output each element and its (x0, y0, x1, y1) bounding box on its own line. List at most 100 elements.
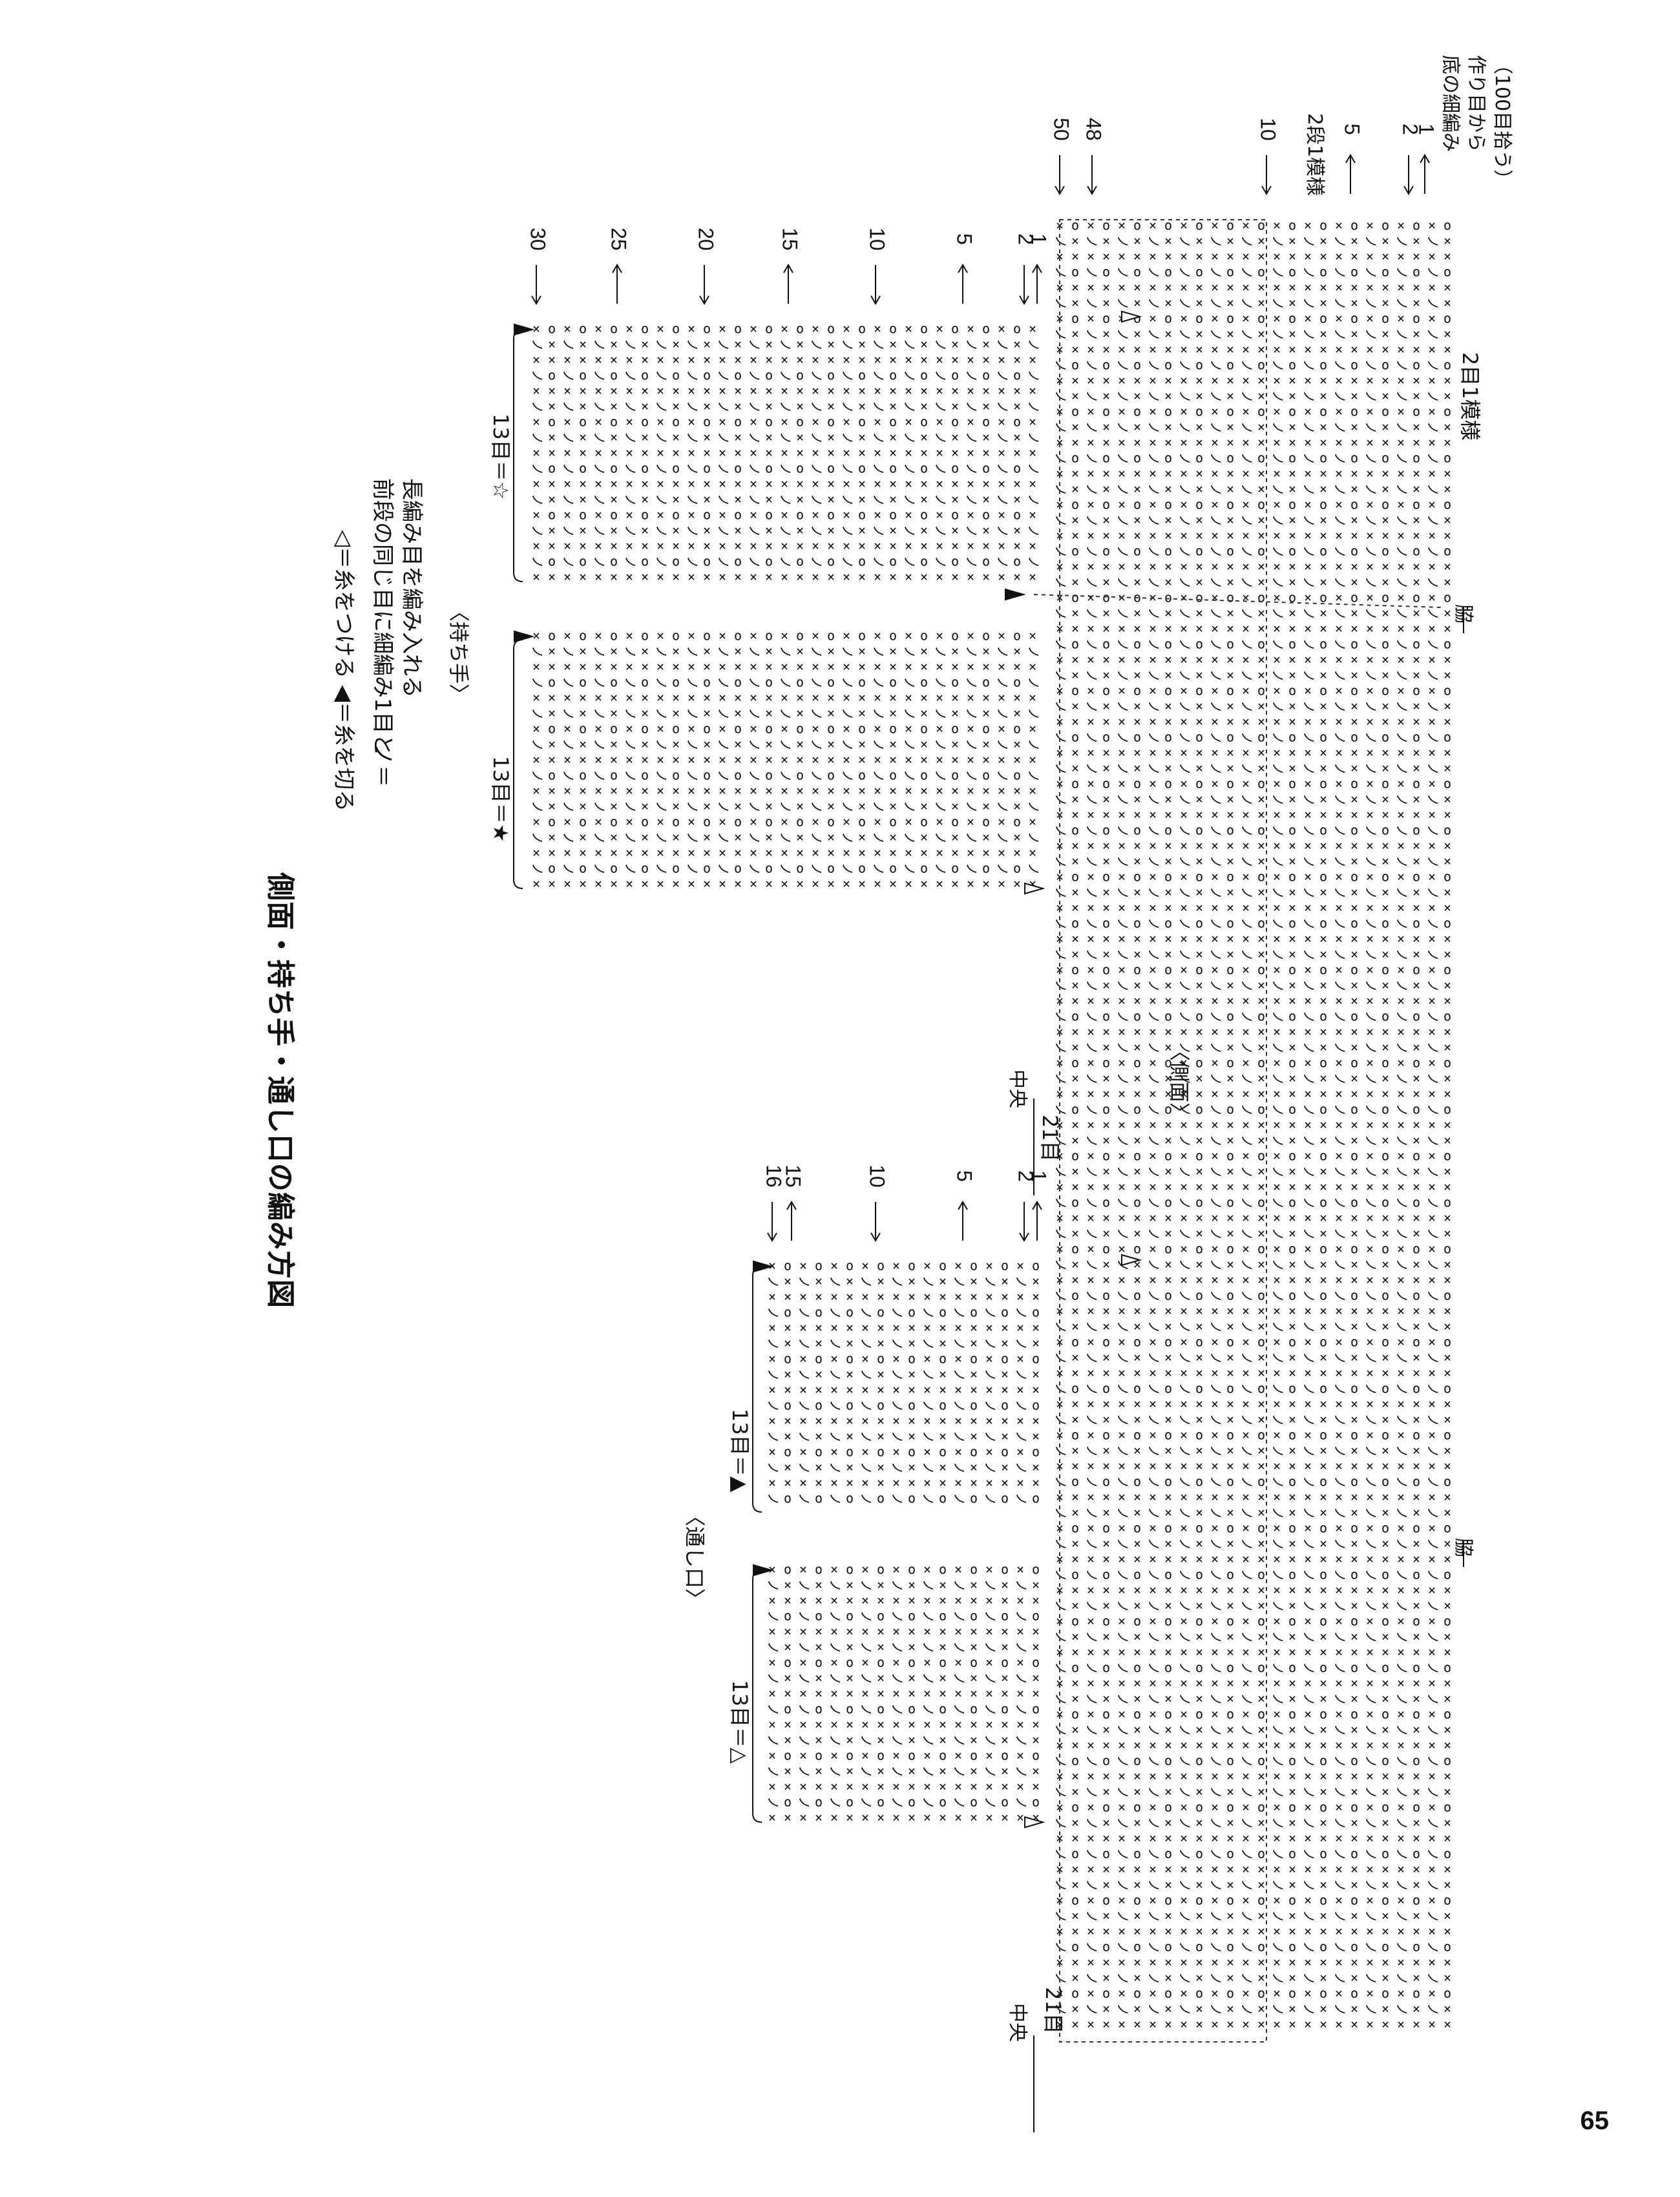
stitch-symbol: × (1242, 1365, 1250, 1381)
stitch-symbol: ノ (828, 1338, 843, 1351)
stitch-symbol: × (1195, 528, 1203, 543)
stitch-symbol: × (532, 352, 540, 368)
stitch-symbol: × (1273, 1676, 1281, 1691)
stitch-symbol: × (1257, 792, 1265, 807)
stitch-symbol: × (532, 876, 540, 892)
stitch-symbol: × (548, 476, 556, 492)
stitch-symbol: ノ (871, 401, 887, 414)
stitch-symbol: × (1350, 1412, 1358, 1427)
stitch-symbol: × (1381, 838, 1389, 854)
stitch-symbol: × (1366, 1738, 1374, 1753)
stitch-symbol: × (1335, 1862, 1343, 1877)
stitch-symbol: o (1257, 823, 1265, 838)
stitch-symbol: o (827, 768, 835, 783)
stitch-symbol: × (843, 445, 850, 461)
stitch-symbol: × (1412, 373, 1420, 388)
stitch-symbol: × (703, 352, 711, 368)
stitch-symbol: ノ (1301, 1910, 1317, 1923)
stitch-symbol: o (1164, 1846, 1172, 1862)
stitch-symbol: × (594, 538, 602, 554)
stitch-symbol: × (858, 690, 866, 706)
stitch-symbol: × (1257, 1272, 1265, 1288)
stitch-symbol: × (1397, 652, 1405, 668)
stitch-symbol: × (1366, 1893, 1374, 1908)
stitch-symbol: × (579, 569, 587, 585)
stitch-symbol: × (1242, 1520, 1250, 1536)
stitch-symbol: ノ (561, 708, 576, 720)
stitch-symbol: ノ (1208, 1445, 1224, 1458)
stitch-symbol: o (1102, 1102, 1110, 1117)
stitch-symbol: o (1444, 264, 1451, 280)
stitch-symbol: ノ (1084, 1569, 1100, 1582)
stitch-symbol: o (1412, 730, 1420, 745)
stitch-symbol: ノ (1363, 483, 1379, 496)
stitch-symbol: × (1180, 249, 1188, 264)
stitch-symbol: × (970, 1382, 978, 1398)
stitch-symbol: o (982, 861, 990, 876)
stitch-symbol: × (1257, 1040, 1265, 1055)
stitch-symbol: × (768, 1655, 776, 1670)
stitch-symbol: o (1226, 1893, 1234, 1908)
stitch-symbol: o (920, 675, 928, 690)
stitch-symbol: ノ (995, 432, 1011, 445)
stitch-symbol: × (861, 1593, 869, 1608)
stitch-symbol: ノ (1301, 1445, 1317, 1458)
stitch-symbol: × (1118, 559, 1126, 574)
stitch-symbol: × (719, 814, 726, 830)
stitch-symbol: × (892, 1624, 900, 1639)
stitch-symbol: × (579, 352, 587, 368)
stitch-symbol: × (1102, 481, 1110, 497)
stitch-symbol: ノ (1026, 525, 1042, 538)
stitch-symbol: × (1133, 1071, 1141, 1086)
stitch-symbol: × (1350, 605, 1358, 621)
stitch-symbol: × (656, 690, 664, 706)
stitch-symbol: × (781, 845, 788, 861)
stitch-symbol: × (1350, 435, 1358, 450)
stitch-symbol: × (1133, 885, 1141, 900)
stitch-symbol: o (1102, 823, 1110, 838)
stitch-symbol: × (1118, 1055, 1126, 1071)
stitch-symbol: × (548, 830, 556, 845)
stitch-symbol: × (1288, 1505, 1296, 1520)
stitch-symbol: × (1164, 931, 1172, 947)
stitch-symbol: o (1071, 264, 1079, 280)
stitch-symbol: × (1029, 538, 1036, 554)
stitch-symbol: × (1350, 621, 1358, 636)
stitch-symbol: ノ (1239, 576, 1255, 589)
stitch-symbol: o (1319, 590, 1327, 605)
stitch-symbol: × (719, 721, 726, 737)
stitch-symbol: ノ (952, 1431, 967, 1444)
stitch-symbol: ノ (1208, 762, 1224, 775)
stitch-symbol: × (815, 1320, 823, 1336)
stitch-symbol: × (1118, 1551, 1126, 1567)
stitch-symbol: × (1195, 1350, 1203, 1365)
stitch-symbol: × (1001, 1336, 1009, 1351)
stitch-symbol: ノ (1146, 1538, 1162, 1551)
stitch-symbol: × (1381, 1769, 1389, 1784)
stitch-symbol: × (1350, 528, 1358, 543)
stitch-symbol: ノ (1363, 1321, 1379, 1334)
stitch-symbol: ノ (933, 370, 949, 383)
stitch-symbol: × (1032, 1367, 1040, 1382)
stitch-symbol: o (1319, 1893, 1327, 1908)
stitch-symbol: × (1335, 1582, 1343, 1598)
stitch-symbol: × (784, 1336, 792, 1351)
stitch-symbol: × (1102, 1629, 1110, 1645)
stitch-symbol: × (625, 414, 633, 430)
stitch-symbol: ノ (1208, 297, 1224, 310)
stitch-symbol: × (1257, 1877, 1265, 1893)
stitch-symbol: × (1257, 249, 1265, 264)
stitch-symbol: × (1071, 1226, 1079, 1241)
stitch-symbol: × (1381, 745, 1389, 761)
stitch-symbol: × (579, 445, 587, 461)
stitch-symbol: o (908, 1655, 916, 1670)
stitch-symbol: × (1180, 1055, 1188, 1071)
stitch-symbol: × (796, 352, 804, 368)
stitch-symbol: ノ (809, 832, 824, 845)
stitch-symbol: o (1381, 823, 1389, 838)
stitch-symbol: × (1381, 466, 1389, 481)
stitch-symbol: o (1032, 1444, 1040, 1460)
stitch-symbol: × (1412, 512, 1420, 528)
stitch-symbol: × (1335, 1924, 1343, 1939)
stitch-symbol: × (982, 690, 990, 706)
